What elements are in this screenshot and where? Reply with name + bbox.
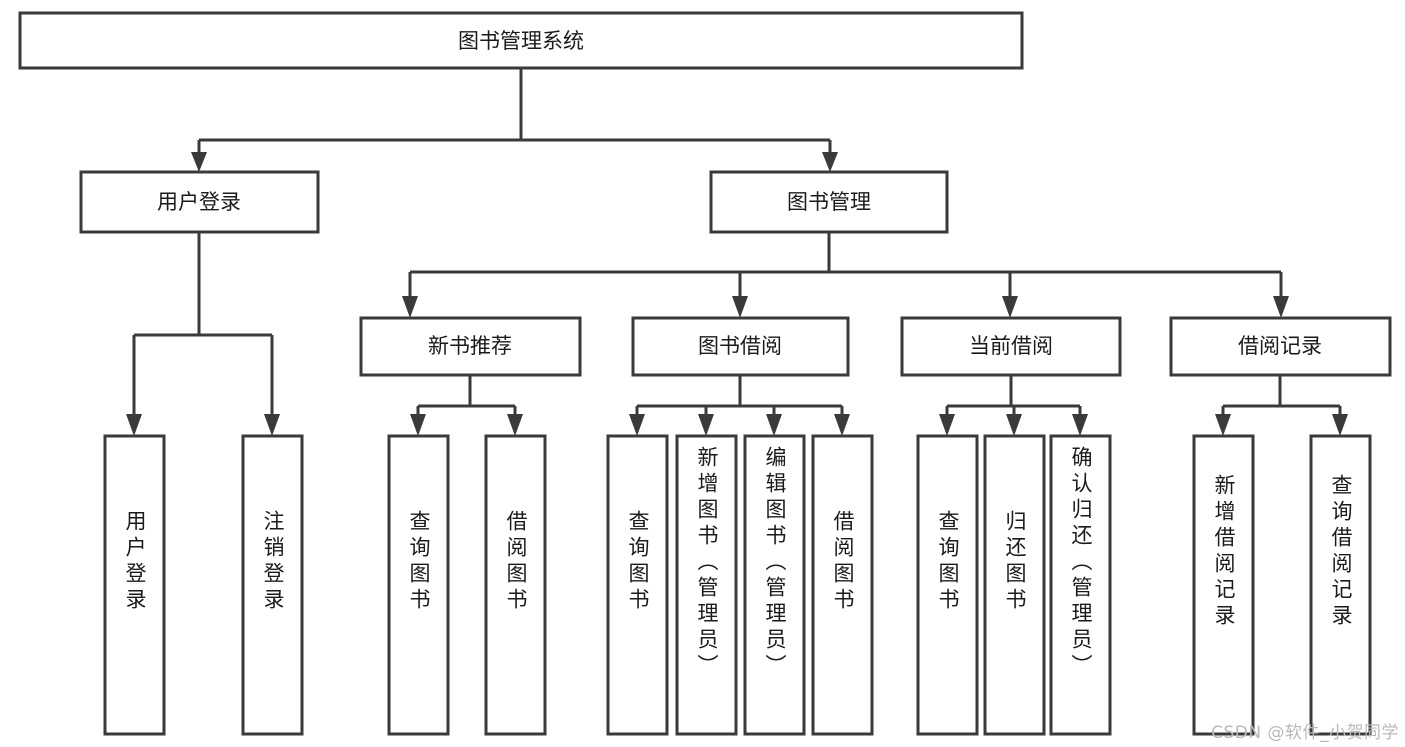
arrow-root-to-book-manage bbox=[822, 152, 838, 172]
arrow-new-book-recommend-child-0 bbox=[410, 414, 426, 436]
arrow-borrow-record-child-0 bbox=[1215, 414, 1231, 436]
node-current-borrow-label: 当前借阅 bbox=[969, 334, 1053, 358]
arrow-book-borrow-child-1 bbox=[698, 414, 714, 436]
arrow-borrow-record-child-1 bbox=[1332, 414, 1348, 436]
csdn-watermark: CSDN @软件_小贺同学 bbox=[1211, 723, 1399, 743]
arrow-current-borrow-child-2 bbox=[1072, 414, 1088, 436]
node-book-manage-label: 图书管理 bbox=[787, 190, 871, 214]
node-book-manage-box[interactable] bbox=[709, 170, 949, 234]
node-root-box[interactable] bbox=[18, 11, 1024, 70]
arrow-root-to-user-login bbox=[191, 152, 207, 172]
leaf-box-new-book-recommend-0[interactable] bbox=[387, 434, 450, 736]
leaf-box-user-login-0[interactable] bbox=[103, 434, 166, 736]
node-user-login-label: 用户登录 bbox=[157, 190, 241, 214]
leaf-box-book-borrow-0[interactable] bbox=[606, 434, 669, 736]
arrow-book-manage-child-0 bbox=[402, 296, 418, 318]
leaf-box-new-book-recommend-1[interactable] bbox=[484, 434, 547, 736]
arrow-current-borrow-child-0 bbox=[939, 414, 955, 436]
arrow-book-borrow-child-2 bbox=[766, 414, 782, 436]
node-current-borrow-box[interactable] bbox=[900, 316, 1122, 377]
node-new-book-recommend-label: 新书推荐 bbox=[428, 334, 512, 358]
node-borrow-record-label: 借阅记录 bbox=[1238, 334, 1322, 358]
arrow-book-manage-child-3 bbox=[1273, 296, 1289, 318]
arrow-current-borrow-child-1 bbox=[1006, 414, 1022, 436]
arrow-book-manage-child-2 bbox=[1002, 296, 1018, 318]
arrow-book-manage-child-1 bbox=[732, 296, 748, 318]
arrow-user-login-child-1 bbox=[264, 414, 280, 436]
leaf-box-borrow-record-0[interactable] bbox=[1192, 434, 1255, 736]
leaf-box-book-borrow-3[interactable] bbox=[811, 434, 874, 736]
node-book-borrow-box[interactable] bbox=[631, 316, 850, 377]
node-root-label: 图书管理系统 bbox=[458, 29, 584, 53]
leaf-box-user-login-1[interactable] bbox=[241, 434, 304, 736]
arrow-new-book-recommend-child-1 bbox=[507, 414, 523, 436]
arrow-book-borrow-child-3 bbox=[834, 414, 850, 436]
node-new-book-recommend-box[interactable] bbox=[359, 316, 582, 377]
leaf-box-borrow-record-1[interactable] bbox=[1309, 434, 1372, 736]
arrow-book-borrow-child-0 bbox=[629, 414, 645, 436]
leaf-box-book-borrow-2[interactable] bbox=[743, 434, 806, 736]
arrow-user-login-child-0 bbox=[126, 414, 142, 436]
leaf-box-current-borrow-1[interactable] bbox=[983, 434, 1046, 736]
node-borrow-record-box[interactable] bbox=[1169, 316, 1392, 377]
leaf-box-current-borrow-0[interactable] bbox=[916, 434, 979, 736]
node-book-borrow-label: 图书借阅 bbox=[698, 334, 782, 358]
leaf-box-current-borrow-2[interactable] bbox=[1049, 434, 1112, 736]
leaf-box-book-borrow-1[interactable] bbox=[675, 434, 738, 736]
